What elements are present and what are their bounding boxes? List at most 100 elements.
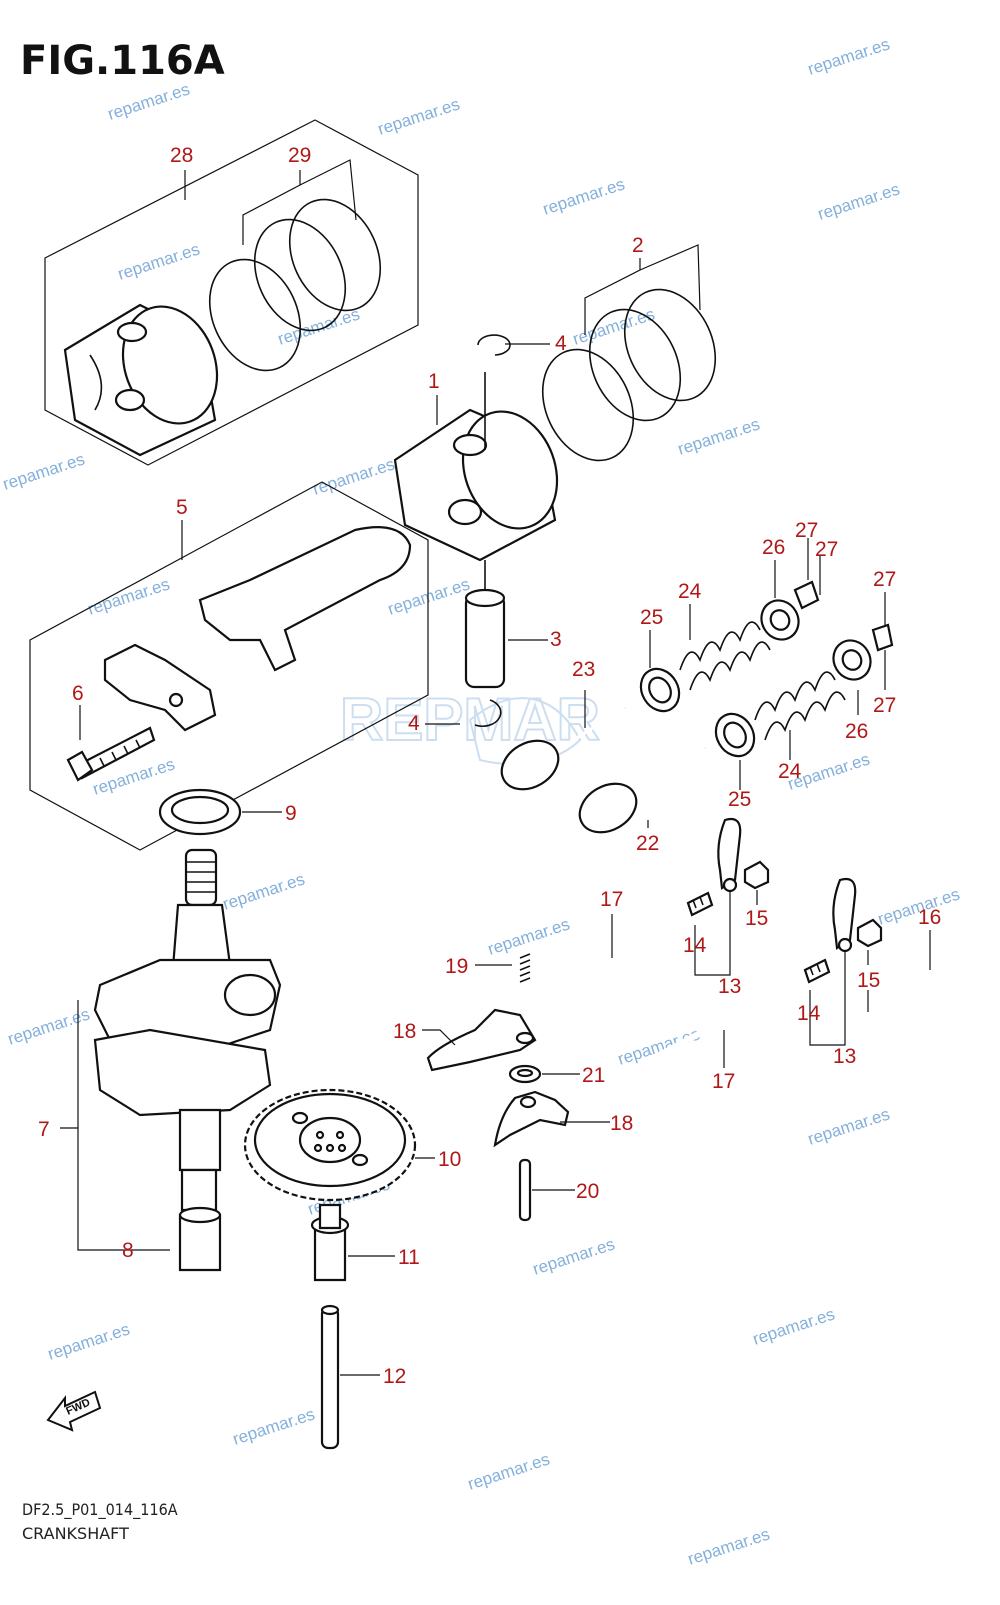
conrod-bolt [66, 726, 156, 782]
tappet-lower: 18 [493, 1090, 633, 1148]
watermark-text: repamar.es [0, 449, 87, 493]
fwd-arrow: FWD [46, 1390, 102, 1432]
callout-9: 9 [285, 802, 297, 825]
piston-kit-piston [63, 303, 219, 457]
watermark-text: repamar.es [5, 1004, 92, 1048]
callout-3: 3 [550, 628, 562, 651]
callout-25-top: 25 [640, 606, 663, 629]
callout-22: 22 [636, 832, 659, 855]
callout-26-top: 26 [762, 536, 785, 559]
callout-17-bottom: 17 [712, 1070, 735, 1093]
figure-title: FIG.116A [20, 38, 225, 84]
callout-10: 10 [438, 1148, 461, 1171]
callout-6: 6 [72, 682, 84, 705]
piston-ring [208, 258, 302, 372]
callout-24-bottom: 24 [778, 760, 802, 783]
watermark-text: repamar.es [805, 34, 892, 78]
oil-seal: 9 [158, 788, 297, 836]
watermark-text: repamar.es [530, 1234, 617, 1278]
valve-spring-upper: 24 [678, 580, 771, 691]
gear-pin: 11 [310, 1203, 420, 1282]
watermark-text: repamar.es [615, 1024, 702, 1068]
watermarks: repamar.es repamar.es repamar.es repamar… [0, 34, 962, 1568]
camshaft-pin: 12 [320, 1304, 406, 1450]
tappet-spring: 19 [445, 953, 531, 983]
watermark-text: repamar.es [115, 239, 202, 283]
piston-pin-clip [477, 334, 511, 356]
tappet-pin: 20 [518, 1158, 599, 1222]
piston-ring [623, 288, 717, 402]
crankshaft: 7 8 [38, 848, 282, 1272]
spring-retainer-lower: 26 27 27 [832, 568, 896, 743]
piston-ring [541, 348, 635, 462]
watermark-logo: REPMAR [339, 685, 601, 765]
piston-pin [464, 593, 506, 689]
watermark-text: repamar.es [805, 1104, 892, 1148]
callout-18-top: 18 [393, 1020, 416, 1043]
piston-kit-frame [44, 119, 419, 466]
callout-16: 16 [918, 906, 941, 929]
intake-valve: 23 [500, 658, 626, 791]
piston-ring [588, 308, 682, 422]
rocker-arm-lower: 13 15 14 [797, 877, 883, 1068]
washer: 21 [508, 1064, 605, 1087]
callout-19: 19 [445, 955, 468, 978]
callout-17-top: 17 [600, 888, 623, 911]
push-rod-lower: 17 [647, 982, 793, 1093]
rocker-shaft: 16 [886, 906, 966, 1001]
piston-ring [288, 198, 382, 312]
callout-14-bottom: 14 [797, 1002, 821, 1025]
rocker-arm-upper: 13 15 14 [683, 817, 770, 998]
push-rod-upper: 17 [537, 888, 678, 993]
callout-27-d: 27 [873, 694, 896, 717]
watermark-text: repamar.es [105, 79, 192, 123]
piston-assembly: 1 4 2 3 4 [393, 234, 717, 735]
piston-ring [253, 218, 347, 332]
leader-7-8 [60, 1127, 170, 1251]
watermark-text: repamar.es [220, 869, 307, 913]
callout-13-bottom: 13 [833, 1045, 856, 1068]
watermark-text: repamar.es [385, 574, 472, 618]
conrod-frame [29, 481, 429, 851]
watermark-text: repamar.es [45, 1319, 132, 1363]
watermark-text: repamar.es [675, 414, 762, 458]
watermark-text: repamar.es [85, 574, 172, 618]
callout-4-bottom: 4 [408, 712, 420, 735]
watermark-text: repamar.es [230, 1404, 317, 1448]
callout-5: 5 [176, 496, 188, 519]
callout-12: 12 [383, 1365, 406, 1388]
watermark-text: repamar.es [375, 94, 462, 138]
watermark-text: repamar.es [310, 454, 397, 498]
spring-seat-upper: 25 [639, 606, 681, 713]
callout-27-c: 27 [873, 568, 896, 591]
callout-21: 21 [582, 1064, 605, 1087]
connecting-rod-group: 6 5 [29, 481, 429, 851]
piston-kit-group: 28 29 [44, 119, 419, 466]
spring-retainer-upper: 26 27 27 [760, 519, 838, 641]
figure-code: DF2.5_P01_014_116A [22, 1500, 178, 1519]
callout-8: 8 [122, 1239, 134, 1262]
watermark-text: repamar.es [485, 914, 572, 958]
callout-14-top: 14 [683, 934, 707, 957]
callout-13-top: 13 [718, 975, 741, 998]
connecting-rod-cap [103, 643, 217, 732]
connecting-rod [198, 526, 412, 672]
callout-24-top: 24 [678, 580, 702, 603]
spring-seat-lower: 25 [714, 712, 756, 811]
exhaust-valve: 22 [578, 746, 706, 855]
callout-11: 11 [398, 1246, 420, 1269]
callout-4-top: 4 [555, 332, 567, 355]
watermark-text: repamar.es [465, 1449, 552, 1493]
valve-spring-lower: 24 [754, 671, 846, 783]
camshaft-gear: 10 [243, 1088, 461, 1202]
callout-18-bottom: 18 [610, 1112, 633, 1135]
leader-29 [242, 170, 301, 245]
callout-28: 28 [170, 144, 193, 167]
callout-27-a: 27 [795, 519, 818, 542]
watermark-text: repamar.es [540, 174, 627, 218]
callout-15-top: 15 [745, 907, 768, 930]
callout-2: 2 [632, 234, 644, 257]
crankshaft-bearing [178, 1213, 222, 1272]
